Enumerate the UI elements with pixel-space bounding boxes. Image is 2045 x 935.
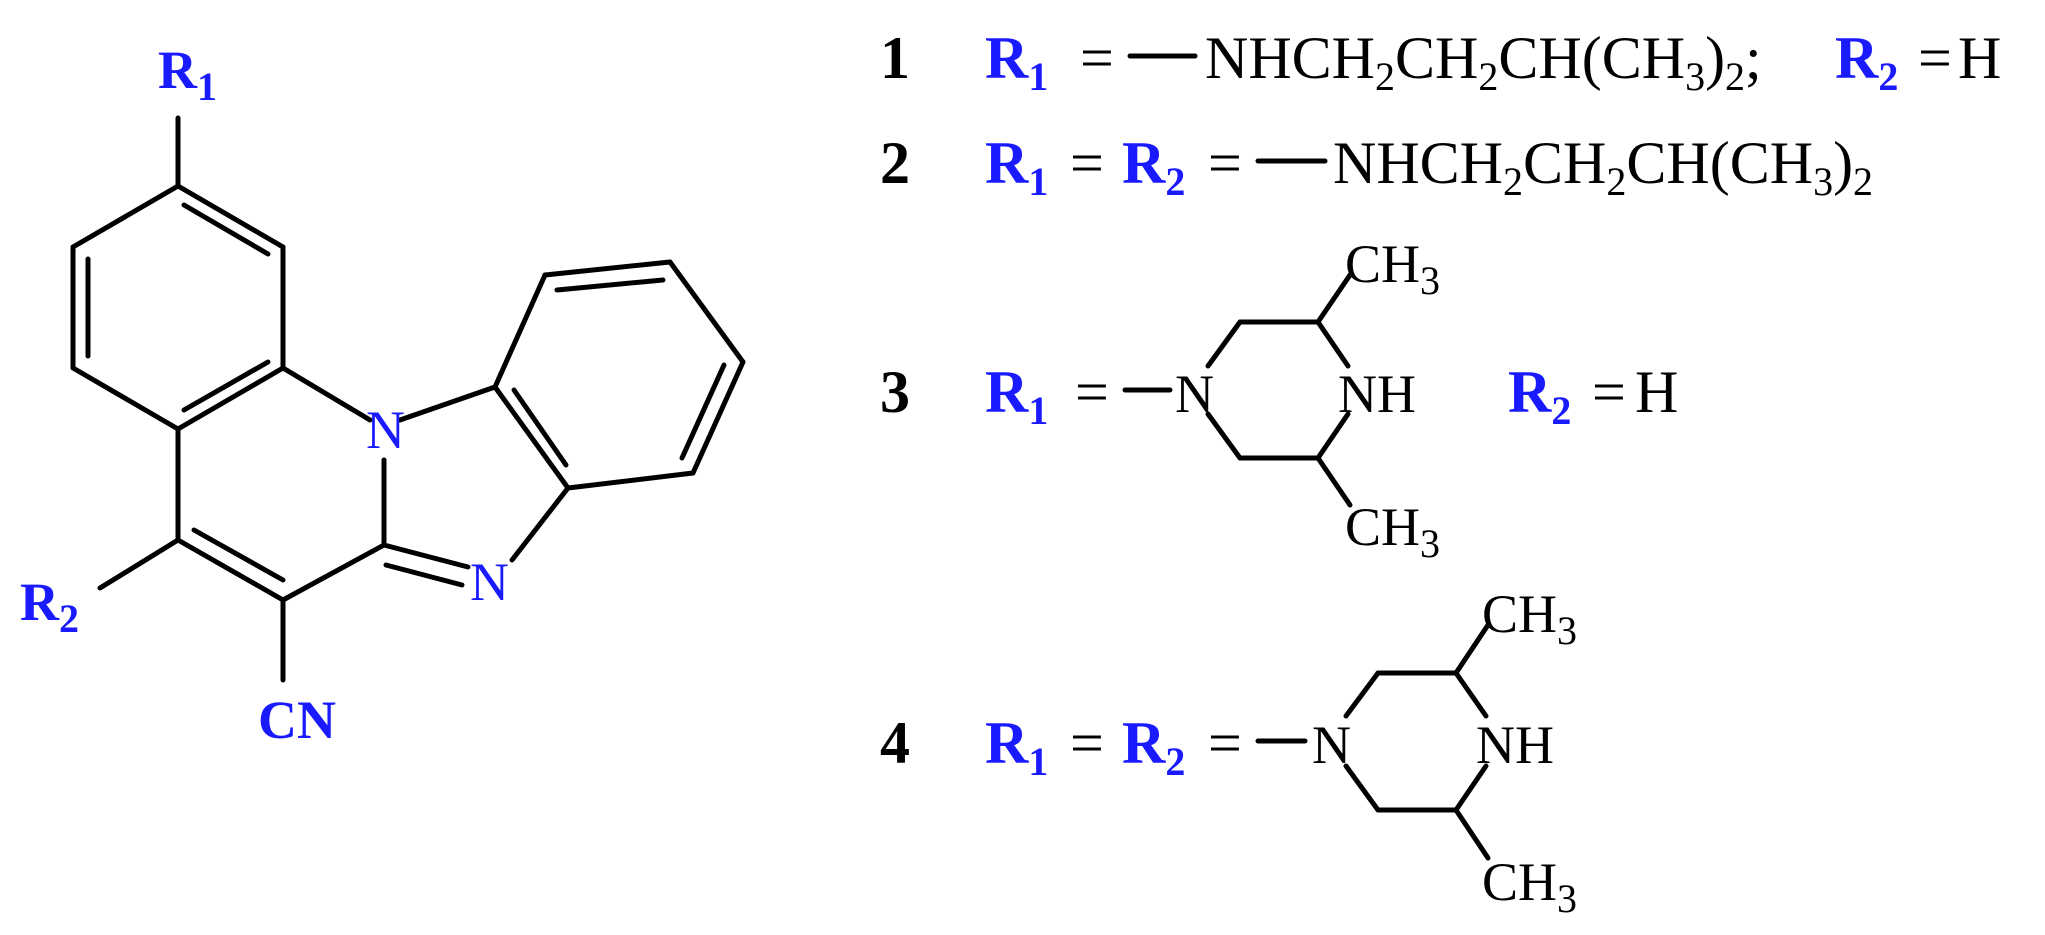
bond bbox=[492, 384, 571, 491]
cyano-label: CN bbox=[258, 690, 336, 750]
equals-sign: = bbox=[1918, 25, 1952, 91]
bond bbox=[492, 272, 548, 390]
r2-value: H bbox=[1958, 25, 2001, 91]
bond bbox=[690, 359, 746, 476]
bond bbox=[70, 365, 181, 432]
bond bbox=[175, 365, 286, 432]
ring-nh-label: NH bbox=[1338, 364, 1416, 424]
methyl-bottom-label: CH3 bbox=[1482, 852, 1577, 921]
ring-bond bbox=[1205, 319, 1243, 369]
r1-label: R1 bbox=[985, 130, 1048, 204]
imine-nitrogen-label: N bbox=[470, 552, 509, 612]
double-bond-inner bbox=[554, 277, 666, 293]
r2-label: R2 bbox=[1508, 359, 1571, 433]
compound-number: 3 bbox=[880, 359, 910, 425]
r2-label: R2 bbox=[1122, 130, 1185, 204]
ring-bond bbox=[1315, 411, 1351, 461]
double-bond-inner bbox=[191, 527, 286, 583]
r1-label: R1 bbox=[985, 25, 1048, 99]
equals-sign: = bbox=[1208, 710, 1242, 776]
ring-bond bbox=[1453, 763, 1489, 813]
equals-sign: = bbox=[1592, 359, 1626, 425]
methyl-bond bbox=[1453, 807, 1491, 861]
bond bbox=[397, 384, 498, 423]
equals-sign: = bbox=[1080, 25, 1114, 91]
ring-bond bbox=[1453, 670, 1489, 719]
equals-sign: = bbox=[1208, 130, 1242, 196]
r2-bond bbox=[97, 537, 181, 591]
double-bond-inner bbox=[511, 387, 569, 468]
equals-sign: = bbox=[1075, 359, 1109, 425]
methyl-bond bbox=[1315, 272, 1353, 325]
bridge-nitrogen-label: N bbox=[366, 400, 405, 460]
methyl-top-label: CH3 bbox=[1345, 234, 1440, 303]
compound-2-row: 2 R1 = R2 = NHCH2CH2CH(CH3)2 bbox=[880, 130, 1873, 204]
compound-number: 4 bbox=[880, 710, 910, 776]
bond bbox=[70, 183, 181, 250]
compound-4-row: 4 R1 = R2 = N NH CH3 CH3 bbox=[880, 584, 1577, 921]
double-bond-inner bbox=[383, 562, 465, 588]
r1-label: R1 bbox=[985, 359, 1048, 433]
r2-label: R2 bbox=[1835, 25, 1898, 99]
compound-number: 2 bbox=[880, 130, 910, 196]
compound-number: 1 bbox=[880, 25, 910, 91]
substituent-formula: NHCH2CH2CH(CH3)2; bbox=[1205, 25, 1762, 99]
ring-nh-label: NH bbox=[1476, 715, 1554, 775]
double-bond-inner bbox=[181, 359, 271, 413]
bond bbox=[565, 470, 696, 491]
double-bond-inner bbox=[679, 362, 727, 461]
bond bbox=[542, 259, 673, 278]
ring-bond bbox=[1315, 319, 1351, 369]
bond bbox=[175, 537, 286, 603]
r2-value: H bbox=[1635, 359, 1678, 425]
equals-sign: = bbox=[1070, 130, 1104, 196]
ring-nitrogen-label: N bbox=[1312, 715, 1351, 775]
bond bbox=[280, 542, 387, 603]
compound-1-row: 1 R1 = NHCH2CH2CH(CH3)2; R2 = H bbox=[880, 25, 2001, 99]
r2-label: R2 bbox=[20, 572, 79, 641]
substituent-formula: NHCH2CH2CH(CH3)2 bbox=[1333, 130, 1873, 204]
bond bbox=[280, 365, 373, 423]
bond bbox=[509, 485, 571, 563]
double-bond-inner bbox=[181, 202, 271, 257]
methyl-bottom-label: CH3 bbox=[1345, 497, 1440, 566]
ring-bond bbox=[1343, 670, 1381, 719]
core-structure: R1 R2 N N CN bbox=[20, 40, 746, 750]
r1-label: R1 bbox=[158, 40, 217, 109]
r1-label: R1 bbox=[985, 710, 1048, 784]
bond bbox=[381, 542, 471, 570]
equals-sign: = bbox=[1070, 710, 1104, 776]
r2-label: R2 bbox=[1122, 710, 1185, 784]
ring-bond bbox=[1343, 763, 1381, 813]
methyl-bond bbox=[1315, 455, 1353, 508]
ring-nitrogen-label: N bbox=[1175, 364, 1214, 424]
bond bbox=[175, 183, 286, 250]
methyl-top-label: CH3 bbox=[1482, 584, 1577, 653]
ring-bond bbox=[1205, 411, 1243, 461]
bond bbox=[667, 259, 746, 365]
compound-3-row: 3 R1 = N NH CH3 CH3 R2 = H bbox=[880, 234, 1678, 566]
methyl-bond bbox=[1453, 622, 1491, 676]
